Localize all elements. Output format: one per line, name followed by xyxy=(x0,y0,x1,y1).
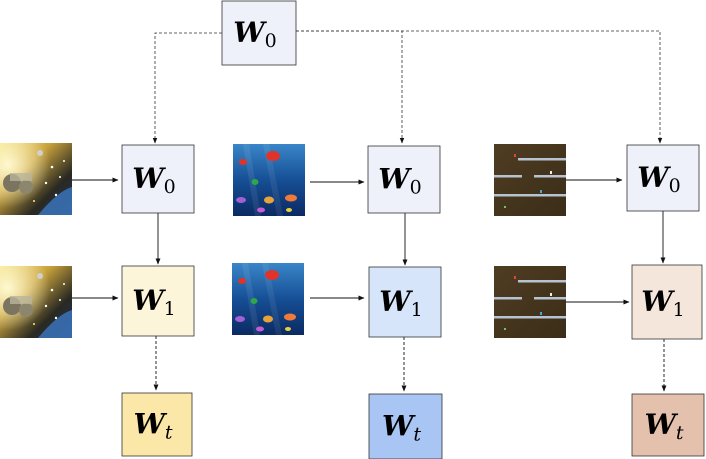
box-frame xyxy=(221,0,297,66)
top-to-col1-line xyxy=(152,32,222,144)
top-to-col2-line xyxy=(296,30,405,144)
box-symbol-main: W xyxy=(637,161,671,194)
box-symbol-main: W xyxy=(379,285,413,318)
box-symbol: W1 xyxy=(641,285,685,321)
box-symbol-subscript: 0 xyxy=(669,175,681,197)
box-symbol-main: W xyxy=(133,408,167,441)
box-frame xyxy=(121,392,193,457)
box-symbol: Wt xyxy=(133,408,172,444)
box-symbol-subscript: 0 xyxy=(410,177,422,199)
box-symbol-subscript: 0 xyxy=(265,30,277,52)
box-symbol-subscript: t xyxy=(165,422,173,444)
box-symbol-subscript: 1 xyxy=(164,298,176,320)
box-frame xyxy=(367,145,441,214)
game3-frame-row2 xyxy=(494,266,566,338)
box-frame xyxy=(368,266,442,338)
weight-box-c1r2: W1 xyxy=(121,265,195,337)
game2-frame-row2 xyxy=(232,263,304,335)
box-symbol-main: W xyxy=(382,410,416,443)
box-symbol-main: W xyxy=(132,284,166,317)
game1-frame-row1 xyxy=(0,143,72,215)
box-symbol: W0 xyxy=(233,16,277,52)
box-symbol-main: W xyxy=(233,16,267,49)
box-frame xyxy=(631,393,705,457)
box-symbol: W0 xyxy=(637,161,681,197)
box-symbol-main: W xyxy=(132,162,166,195)
game2-frame-row1 xyxy=(233,144,305,216)
weight-box-c1r3: Wt xyxy=(121,392,193,457)
weight-box-c3r3: Wt xyxy=(631,393,705,457)
weight-box-c3r1: W0 xyxy=(626,144,700,212)
box-frame xyxy=(121,144,195,214)
game1-frame-row2 xyxy=(0,266,72,338)
box-symbol-subscript: t xyxy=(413,424,421,446)
box-symbol: W0 xyxy=(378,163,422,199)
box-frame xyxy=(121,265,195,337)
weight-box-c2r3: Wt xyxy=(368,393,443,459)
weight-box-c1r1: W0 xyxy=(121,144,195,214)
weight-box-c3r2: W1 xyxy=(631,264,703,340)
top-connectors xyxy=(152,30,663,144)
box-symbol-subscript: 0 xyxy=(164,176,176,198)
box-symbol-subscript: 1 xyxy=(673,299,685,321)
box-symbol-main: W xyxy=(644,408,678,441)
box-symbol-main: W xyxy=(641,285,675,318)
box-symbol: Wt xyxy=(382,410,421,446)
box-symbol-subscript: 1 xyxy=(411,299,423,321)
game3-frame-row1 xyxy=(494,144,566,216)
top-to-col3-line xyxy=(296,30,663,144)
box-symbol-main: W xyxy=(378,163,412,196)
box-symbol: W1 xyxy=(132,284,176,320)
image-arrows xyxy=(72,177,666,305)
box-symbol: Wt xyxy=(644,408,683,444)
weight-box-c2r1: W0 xyxy=(367,145,441,214)
weight-box-top: W0 xyxy=(221,0,297,66)
box-symbol: W1 xyxy=(379,285,423,321)
progress-arrows xyxy=(153,336,667,392)
box-symbol-subscript: t xyxy=(676,422,684,444)
box-frame xyxy=(368,393,443,459)
box-frame xyxy=(626,144,700,212)
box-frame xyxy=(631,264,703,340)
weight-box-c2r2: W1 xyxy=(368,266,442,338)
box-symbol: W0 xyxy=(132,162,176,198)
